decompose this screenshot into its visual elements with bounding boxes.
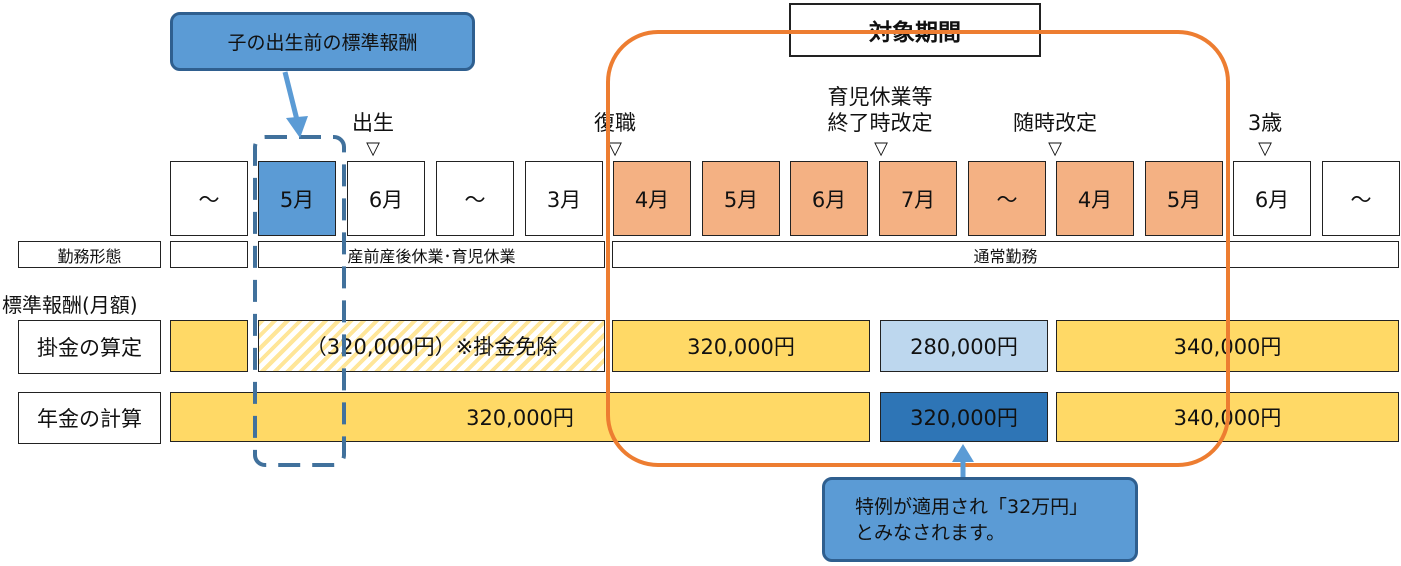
callout-special-case-line2: とみなされます。	[855, 522, 1006, 544]
callout-special-case: 特例が適用され「32万円」 とみなされます。	[822, 477, 1138, 562]
pension-calc-label: 年金の計算	[18, 392, 161, 444]
month-cell-target: 7月	[879, 161, 957, 236]
leave-end-marker-icon: ▽	[874, 138, 888, 159]
callout-pre-birth-salary: 子の出生前の標準報酬	[170, 12, 475, 71]
month-cell: 6月	[347, 161, 425, 236]
callout-special-case-line1: 特例が適用され「32万円」	[855, 496, 1089, 518]
month-cell: 6月	[1233, 161, 1311, 236]
month-cell-target: 4月	[1056, 161, 1134, 236]
pension-value-3: 340,000円	[1056, 392, 1399, 442]
age3-marker-icon: ▽	[1258, 138, 1272, 159]
event-age3-label: 3歳	[1247, 111, 1283, 135]
event-leave-end-line2: 終了時改定	[827, 111, 933, 135]
event-return-label: 復職	[594, 111, 636, 135]
premium-exempt-cell: （320,000円）※掛金免除	[258, 320, 605, 372]
pension-value-1: 320,000円	[170, 392, 870, 442]
month-cell: ～	[170, 161, 248, 236]
target-period-title: 対象期間	[789, 3, 1041, 57]
pension-value-2: 320,000円	[880, 392, 1048, 442]
return-marker-icon: ▽	[608, 138, 622, 159]
month-cell: 3月	[525, 161, 603, 236]
work-type-empty	[170, 241, 248, 268]
month-cell-target: 5月	[1145, 161, 1223, 236]
top-callout-arrow-head	[286, 116, 308, 138]
standard-remuneration-label: 標準報酬(月額)	[2, 293, 138, 317]
month-cell-target: ～	[968, 161, 1046, 236]
top-callout-arrow-line	[282, 71, 300, 121]
month-cell-target: 5月	[702, 161, 780, 236]
month-cell-target: 6月	[790, 161, 868, 236]
month-cell: ～	[1322, 161, 1400, 236]
premium-cell-before	[170, 320, 248, 372]
event-birth-label: 出生	[352, 111, 394, 135]
premium-value-1: 320,000円	[612, 320, 870, 372]
month-cell: ～	[436, 161, 514, 236]
premium-calc-label: 掛金の算定	[18, 320, 161, 374]
adhoc-marker-icon: ▽	[1048, 138, 1062, 159]
event-leave-end-line1: 育児休業等	[827, 85, 933, 109]
bottom-callout-arrow-head	[952, 444, 974, 462]
work-type-normal: 通常勤務	[612, 241, 1399, 268]
month-cell-target: 4月	[613, 161, 691, 236]
work-type-label: 勤務形態	[18, 241, 161, 268]
birth-marker-icon: ▽	[366, 138, 380, 159]
month-cell-highlight-blue: 5月	[258, 161, 336, 236]
premium-value-3: 340,000円	[1056, 320, 1399, 372]
premium-value-2: 280,000円	[880, 320, 1048, 372]
event-adhoc-label: 随時改定	[1013, 111, 1097, 135]
work-type-leave: 産前産後休業･育児休業	[258, 241, 605, 268]
